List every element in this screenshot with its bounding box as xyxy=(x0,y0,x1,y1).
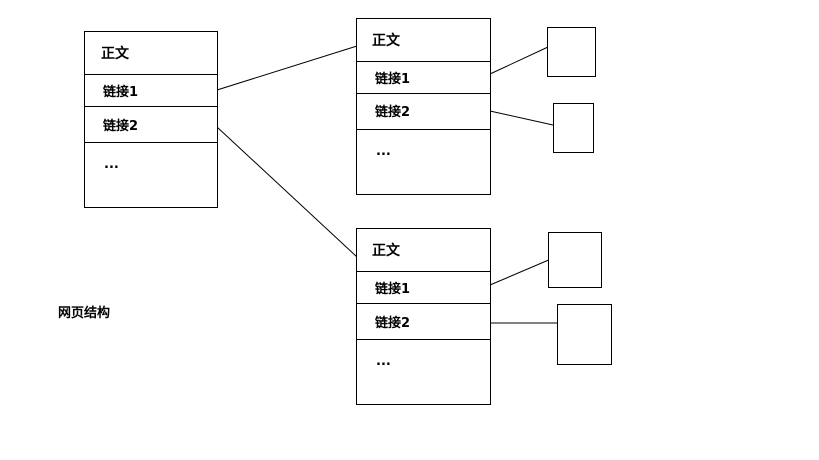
page-c-title: 正文 xyxy=(372,242,401,259)
leaf-page-b2 xyxy=(553,103,594,153)
connector-c-link1-to-leaf3 xyxy=(489,258,552,286)
page-c-box: 正文 链接1 链接2 ... xyxy=(356,228,491,405)
page-a-link2: 链接2 xyxy=(102,118,138,134)
page-b-title: 正文 xyxy=(372,32,401,49)
connector-a-link2-to-c xyxy=(216,126,358,258)
leaf-page-c2 xyxy=(557,304,612,365)
page-a-title: 正文 xyxy=(101,45,130,62)
page-a-link1: 链接1 xyxy=(102,84,138,100)
page-a-more: ... xyxy=(104,157,119,172)
leaf-page-c1 xyxy=(548,232,602,288)
page-c-more: ... xyxy=(376,354,391,369)
page-c-link1: 链接1 xyxy=(374,281,410,297)
connector-a-link1-to-b xyxy=(216,45,358,91)
page-b-link1: 链接1 xyxy=(374,71,410,87)
connector-b-link1-to-leaf1 xyxy=(489,46,549,75)
page-b-box: 正文 链接1 链接2 ... xyxy=(356,18,491,195)
diagram-caption: 网页结构 xyxy=(58,306,111,321)
page-a-box: 正文 链接1 链接2 ... xyxy=(84,31,218,208)
connector-b-link2-to-leaf2 xyxy=(489,110,554,126)
page-b-link2: 链接2 xyxy=(374,104,410,120)
page-c-link2: 链接2 xyxy=(374,315,410,331)
page-b-more: ... xyxy=(376,144,391,159)
leaf-page-b1 xyxy=(547,27,596,77)
